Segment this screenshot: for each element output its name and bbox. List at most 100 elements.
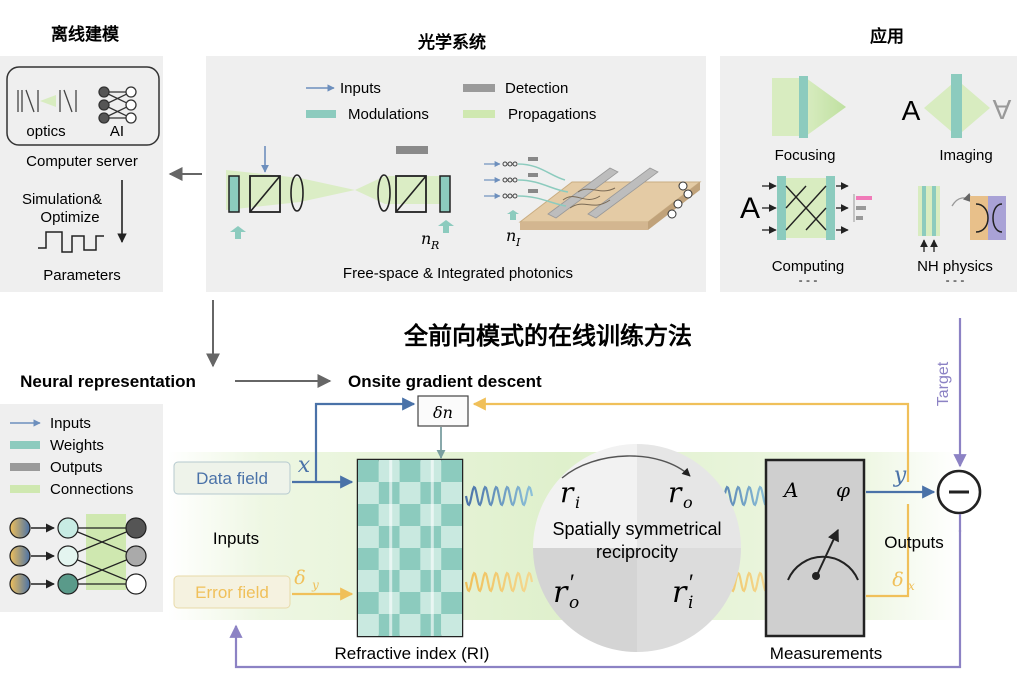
refractive-index-block bbox=[356, 458, 464, 638]
outputs-label: Outputs bbox=[884, 533, 944, 552]
ri-cell bbox=[399, 548, 421, 570]
ri-cell bbox=[358, 482, 379, 504]
blue-wave-left bbox=[464, 485, 534, 507]
legend2-weights-swatch bbox=[10, 441, 40, 449]
ri-pattern bbox=[358, 460, 462, 636]
phase-label: φ bbox=[836, 478, 850, 502]
ai-label: AI bbox=[110, 123, 124, 140]
ri-cell bbox=[378, 504, 400, 526]
ri-cell bbox=[378, 592, 400, 614]
nr-label: n bbox=[421, 229, 431, 248]
data-field-box bbox=[173, 461, 291, 495]
legend2-outputs: Outputs bbox=[50, 459, 103, 476]
data-to-dn-arrow bbox=[314, 397, 416, 482]
error-to-dn-arrow bbox=[472, 397, 910, 482]
ri-cell bbox=[399, 614, 421, 636]
delta-n-label: δn bbox=[433, 403, 453, 422]
ri-prime-symbol: r bbox=[672, 575, 688, 610]
ri-cell bbox=[358, 614, 379, 636]
ri-cell bbox=[399, 460, 421, 482]
onsite-gradient: Onsite gradient descent bbox=[348, 372, 542, 391]
nh-label: NH physics bbox=[917, 258, 993, 275]
ni-subscript: I bbox=[515, 236, 521, 249]
ri-prime-mark: ′ bbox=[689, 570, 693, 595]
delta-y-label: δ bbox=[294, 567, 305, 589]
imaging-icon bbox=[924, 74, 990, 138]
data-field-label: Data field bbox=[196, 469, 268, 488]
error-field-label: Error field bbox=[195, 583, 269, 602]
ri-stripe bbox=[430, 460, 434, 636]
legend2-outputs-swatch bbox=[10, 463, 40, 471]
legend-propagations: Propagations bbox=[508, 106, 596, 123]
delta-x-subscript: x bbox=[908, 579, 915, 593]
apps-panel: 应用 Focusing A A Imaging bbox=[720, 26, 1017, 292]
bottom-legend: Inputs Weights Outputs Connections bbox=[0, 404, 163, 612]
symmetry-line-1: Spatially symmetrical bbox=[552, 519, 721, 539]
ri-prime-subscript: i bbox=[688, 593, 693, 613]
ri-cell bbox=[441, 548, 462, 570]
offline-title: 离线建模 bbox=[51, 24, 120, 44]
ri-cell bbox=[441, 592, 462, 614]
error-field-box bbox=[173, 575, 291, 609]
legend2-connections: Connections bbox=[50, 481, 133, 498]
ri-cell bbox=[358, 570, 379, 592]
reciprocity-circle bbox=[533, 444, 741, 652]
legend-detection-swatch bbox=[463, 84, 495, 92]
ro-subscript: o bbox=[683, 493, 693, 512]
x-label: x bbox=[298, 453, 311, 478]
legend2-inputs: Inputs bbox=[50, 415, 91, 432]
apps-panel-bg bbox=[720, 56, 1017, 292]
ri-cell bbox=[441, 570, 462, 592]
ni-label: n bbox=[506, 226, 516, 245]
refractive-label: Refractive index (RI) bbox=[335, 644, 490, 663]
legend-modulations-swatch bbox=[306, 110, 336, 118]
ri-cell bbox=[378, 570, 400, 592]
y-label: y bbox=[893, 463, 907, 488]
focusing-label: Focusing bbox=[775, 147, 836, 164]
focusing-icon bbox=[772, 76, 846, 138]
mini-network bbox=[9, 514, 147, 595]
ri-cell bbox=[399, 482, 421, 504]
feedback-bottom-loop bbox=[229, 530, 962, 669]
ri-stripe bbox=[389, 460, 393, 636]
ri-cell bbox=[441, 504, 462, 526]
server-monitor bbox=[6, 66, 160, 146]
ro-prime-subscript: o bbox=[569, 593, 579, 613]
free-space-setup bbox=[226, 146, 454, 239]
ri-cell bbox=[358, 504, 379, 526]
ri-cell bbox=[358, 526, 379, 548]
error-output-line bbox=[866, 504, 910, 598]
computing-letter: A bbox=[740, 192, 760, 225]
ri-cell bbox=[441, 482, 462, 504]
offline-panel: 离线建模 optics AI Computer server Simulatio… bbox=[0, 24, 163, 292]
offline-panel-bg bbox=[0, 56, 163, 292]
integrated-chip bbox=[484, 157, 702, 230]
legend-modulations: Modulations bbox=[348, 106, 429, 123]
imaging-letter: A bbox=[902, 95, 921, 126]
ri-cell bbox=[358, 592, 379, 614]
delta-x-label: δ bbox=[892, 569, 903, 591]
parameters-label: Parameters bbox=[43, 267, 121, 284]
ri-cell bbox=[399, 504, 421, 526]
measurements-label: Measurements bbox=[770, 644, 882, 663]
computing-dots: - - - bbox=[799, 273, 818, 287]
ri-cell bbox=[378, 526, 400, 548]
ri-cell bbox=[399, 526, 421, 548]
inputs-label: Inputs bbox=[213, 529, 259, 548]
ri-cell bbox=[441, 614, 462, 636]
imaging-letter-flipped: A bbox=[993, 94, 1012, 125]
computing-icon bbox=[762, 176, 872, 240]
delta-y-subscript: y bbox=[311, 578, 319, 592]
nh-dots: - - - bbox=[946, 273, 965, 287]
ri-cell bbox=[399, 592, 421, 614]
legend2-connections-swatch bbox=[10, 485, 40, 493]
ri-cell bbox=[378, 614, 400, 636]
optics-icon bbox=[17, 89, 77, 113]
neural-representation: Neural representation bbox=[20, 372, 196, 391]
optical-panel: 光学系统 Inputs Detection Modulations Propag… bbox=[206, 32, 706, 292]
optical-caption: Free-space & Integrated photonics bbox=[343, 265, 573, 282]
ro-symbol: r bbox=[668, 476, 683, 509]
parameters-waveform bbox=[38, 231, 104, 253]
